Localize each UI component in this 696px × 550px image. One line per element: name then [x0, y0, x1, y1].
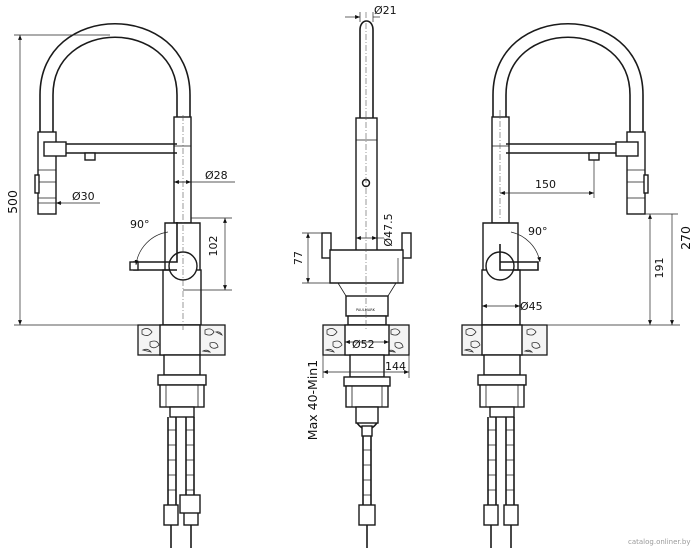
dim-countertop-thickness: Max 40-Min1: [305, 360, 320, 440]
watermark: catalog.onliner.by: [628, 538, 690, 546]
dim-mount-diameter: Ø52: [352, 338, 375, 351]
dim-spout-diameter: Ø30: [72, 190, 95, 203]
stone-texture-right: [463, 328, 541, 353]
dim-spout-height: 270: [678, 226, 693, 250]
stone-texture-left: [141, 328, 223, 353]
dim-tube-diameter: Ø21: [374, 4, 397, 17]
side-view-left: [14, 23, 235, 548]
dim-spout-reach: 150: [535, 178, 556, 191]
dim-body-diameter: Ø28: [205, 169, 228, 182]
dim-height-total: 500: [5, 190, 20, 214]
dim-hose-width: 144: [385, 360, 406, 373]
dim-rotation-right: 90°: [528, 225, 548, 238]
stone-texture-center: [324, 328, 404, 353]
dim-rotation-left: 90°: [130, 218, 150, 231]
side-view-right: [461, 23, 680, 548]
dim-lever-height: 102: [207, 236, 220, 257]
dim-base-diameter: Ø45: [520, 300, 543, 313]
front-view-center: PAULMARK: [302, 12, 412, 548]
dim-base-height: 77: [292, 251, 305, 265]
dim-aerator-height: 191: [653, 258, 666, 279]
dim-body-diameter-front: Ø47.5: [382, 213, 395, 246]
